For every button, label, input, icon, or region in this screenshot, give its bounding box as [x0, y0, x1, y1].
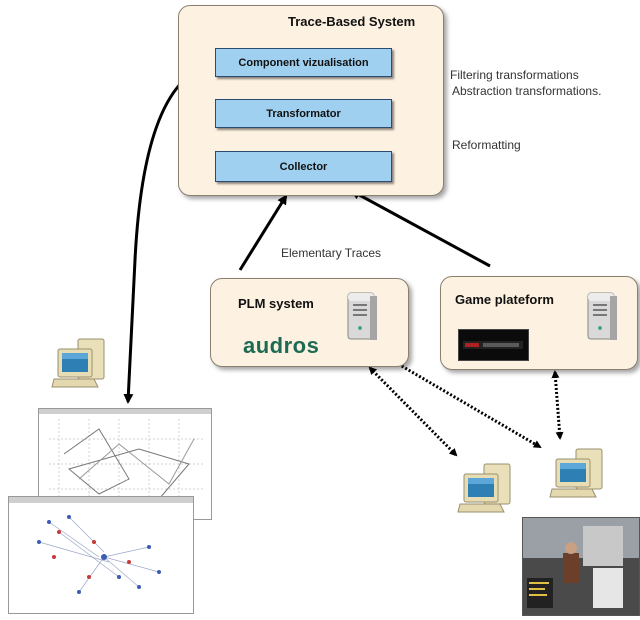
filtering-label: Filtering transformations — [450, 68, 579, 82]
graph-visualisation-drawing — [9, 497, 193, 594]
audros-logo: audros — [243, 333, 320, 358]
computer-icon — [549, 448, 603, 498]
reformatting-label: Reformatting — [452, 138, 521, 152]
link-game-client — [551, 370, 564, 440]
trace-based-system-title: Trace-Based System — [288, 14, 416, 29]
transformator-box: Transformator — [215, 99, 392, 128]
game-engine-logo — [458, 329, 529, 361]
collector-label: Collector — [279, 160, 328, 173]
component-visualisation-box: Component vizualisation — [215, 48, 392, 77]
collector-box: Collector — [215, 151, 392, 182]
transformator-label: Transformator — [266, 107, 341, 120]
trace-plot-drawing — [39, 409, 211, 514]
component-visualisation-label: Component vizualisation — [238, 56, 369, 69]
link-plm-client-right — [386, 356, 542, 449]
plm-system-title: PLM system — [238, 296, 314, 311]
graph-visualisation-screenshot — [8, 496, 194, 614]
game-platform-title: Game plateform — [455, 292, 554, 307]
server-icon — [587, 292, 617, 340]
computer-icon — [51, 338, 105, 388]
abstraction-label: Abstraction transformations. — [452, 84, 602, 98]
arrow-game-to-collector — [350, 189, 491, 268]
arrow-plm-to-collector — [238, 194, 288, 271]
computer-icon — [457, 463, 511, 513]
game-logo-mark — [463, 341, 523, 349]
elementary-traces-label: Elementary Traces — [281, 246, 382, 260]
game-screenshot — [522, 517, 640, 616]
link-plm-client-left — [368, 366, 458, 457]
game-scene-drawing — [523, 518, 639, 615]
server-icon — [347, 292, 377, 340]
